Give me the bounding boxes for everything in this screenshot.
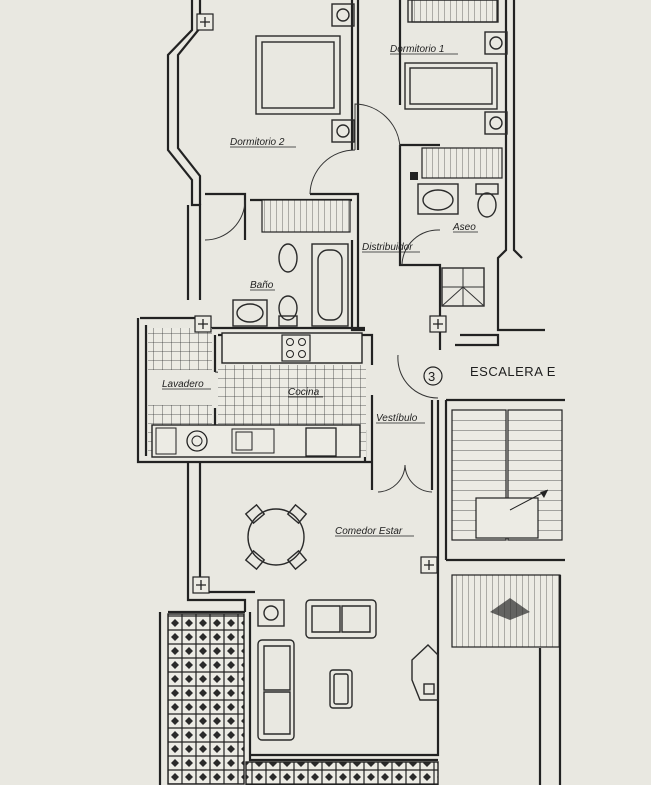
wardrobes	[261, 0, 503, 233]
room-label-dormitorio-1: Dormitorio 1	[390, 44, 444, 55]
room-label-cocina: Cocina	[288, 387, 320, 398]
room-label-vestibulo: Vestíbulo	[376, 413, 418, 424]
stair-label: ESCALERA E	[470, 364, 556, 379]
staircase	[446, 398, 565, 785]
bathroom-fixtures	[232, 172, 499, 327]
kitchen-appliances	[151, 332, 363, 458]
room-label-lavadero: Lavadero	[162, 379, 204, 390]
terrace-floor	[167, 613, 245, 785]
beds	[255, 0, 499, 115]
dining-furniture	[244, 503, 439, 741]
room-label-aseo: Aseo	[452, 222, 476, 233]
room-label-distribuidor: Distribuidor	[362, 242, 413, 253]
stair-number-circle	[423, 366, 443, 386]
terrace-floor-bottom	[245, 761, 439, 785]
electrical-outlets	[192, 13, 447, 594]
bedside-tables	[331, 3, 508, 143]
room-label-comedor-estar: Comedor Estar	[335, 526, 403, 537]
room-label-dormitorio-2: Dormitorio 2	[230, 137, 285, 148]
stair-number: 3	[428, 369, 436, 384]
room-label-bano: Baño	[250, 280, 274, 291]
exterior-walls	[136, 0, 545, 785]
